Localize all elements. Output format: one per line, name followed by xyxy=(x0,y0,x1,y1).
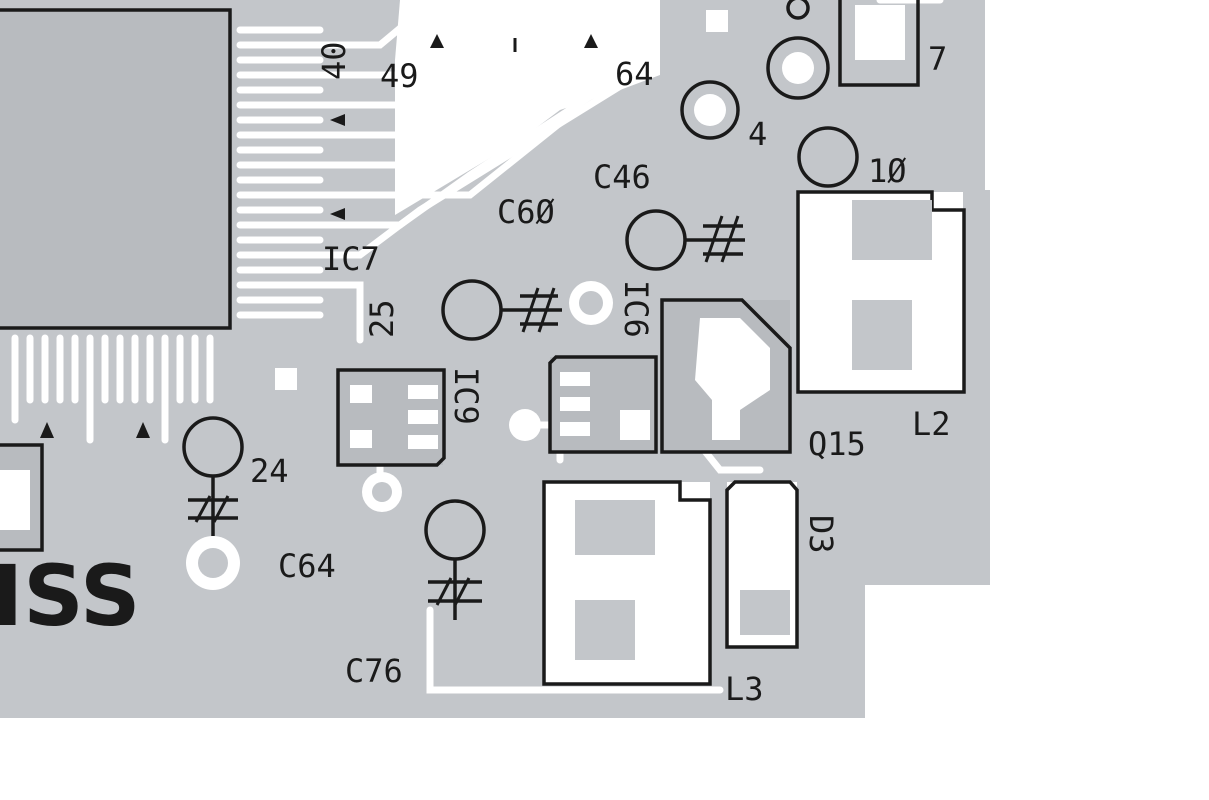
ic6-pads xyxy=(560,372,650,440)
c46-capacitor xyxy=(625,209,745,271)
label-c46: C46 xyxy=(593,158,651,196)
c76-capacitor xyxy=(424,499,486,620)
c24-capacitor xyxy=(182,416,244,536)
via-ic6 xyxy=(509,409,541,441)
pad-top-round-hole xyxy=(782,52,814,84)
label-40: 40 xyxy=(315,41,353,80)
pad-sq-top xyxy=(706,10,728,32)
pin-marker-40 xyxy=(330,114,345,126)
label-c60: C6Ø xyxy=(497,193,555,231)
via-c64-inner xyxy=(198,548,228,578)
pad-7-outline xyxy=(838,0,920,87)
label-c76: C76 xyxy=(345,652,403,690)
l3-copper-2 xyxy=(575,600,635,660)
pin-marker-49 xyxy=(430,34,444,48)
label-c64: C64 xyxy=(278,547,336,585)
left-connector-pad xyxy=(0,470,30,530)
c60-capacitor xyxy=(441,279,562,341)
l3-copper-1 xyxy=(575,500,655,555)
label-q15: Q15 xyxy=(808,425,866,463)
pad-7-inner xyxy=(855,5,905,60)
label-4: 4 xyxy=(748,115,767,153)
d3-copper xyxy=(740,590,790,635)
ic9-outline xyxy=(336,368,446,467)
pin-marker-ic7 xyxy=(330,208,345,220)
label-ic9: IC9 xyxy=(447,367,485,425)
pad-sq-1 xyxy=(275,368,297,390)
label-ic7: IC7 xyxy=(322,240,380,278)
via-ic9-inner xyxy=(372,482,392,502)
l2-copper-2 xyxy=(852,300,912,370)
ic7-right-pins xyxy=(236,26,324,319)
label-10: 1Ø xyxy=(868,152,907,190)
ic6-outline xyxy=(548,355,658,454)
label-ic6: IC6 xyxy=(617,280,655,338)
label-l2: L2 xyxy=(912,405,951,443)
label-25: 25 xyxy=(363,299,401,338)
via-c60-inner xyxy=(579,291,603,315)
label-64: 64 xyxy=(615,55,654,93)
label-7: 7 xyxy=(928,40,947,78)
label-49: 49 xyxy=(380,57,419,95)
q15-outline xyxy=(660,298,792,454)
q15-pad xyxy=(695,318,770,440)
via-top-6 xyxy=(786,0,810,20)
l2-outline xyxy=(796,190,966,394)
pad-top-round xyxy=(766,36,830,100)
pad-4 xyxy=(680,80,740,140)
logo-fragment: ISS xyxy=(0,547,140,645)
pad-4-hole xyxy=(694,94,726,126)
l3-outline xyxy=(542,480,712,686)
ic7-outline xyxy=(0,8,232,330)
label-24: 24 xyxy=(250,452,289,490)
left-connector-outline xyxy=(0,443,44,552)
label-l3: L3 xyxy=(725,670,764,708)
ic9-pads xyxy=(350,385,438,449)
pin-marker-64 xyxy=(584,34,598,48)
ic7-body xyxy=(0,10,230,328)
ic7-bottom-pins xyxy=(11,334,214,444)
label-d3: D3 xyxy=(802,515,840,554)
pad-10 xyxy=(797,126,859,188)
l2-copper-1 xyxy=(852,200,932,260)
pin-marker-bl2 xyxy=(136,422,150,438)
pin-marker-bl1 xyxy=(40,422,54,438)
d3-outline xyxy=(725,480,799,649)
